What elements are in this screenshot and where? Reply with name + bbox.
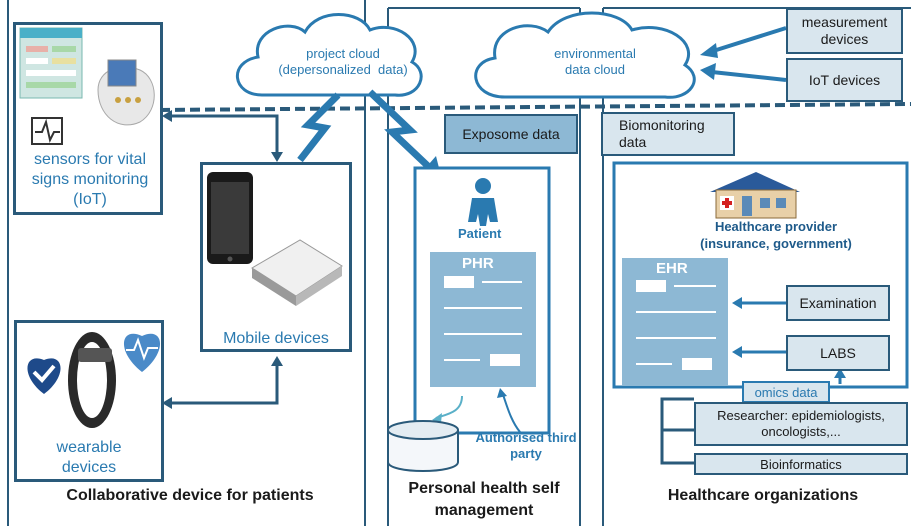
patient-figure-icon [468, 178, 498, 226]
section-personal: Personal health self management [408, 480, 560, 519]
wearable-box [14, 320, 164, 482]
arrow-measurement [709, 26, 787, 54]
cloud-to-patient-arrow [367, 89, 433, 171]
vital-monitor-device-icon [97, 59, 155, 126]
hospital-icon [710, 172, 800, 219]
dashed-data-bus [159, 102, 911, 112]
fitness-band-icon [68, 332, 116, 428]
mobile-devices-box [200, 162, 352, 352]
environmental-cloud-shape [474, 11, 696, 99]
arrow-iot [711, 70, 787, 82]
biomonitoring-data-box: Biomonitoring data [601, 112, 735, 156]
sensors-label: sensors for vital signs monitoring (IoT) [31, 151, 149, 208]
sensors-box [13, 22, 163, 215]
omics-data-box: omics data [742, 381, 830, 403]
external-drive-icon [251, 239, 343, 306]
healthcare-provider-label: Healthcare provider (insurance, governme… [700, 219, 852, 251]
researcher-box: Researcher: epidemiologists, oncologists… [694, 402, 908, 446]
labs-box: LABS [786, 335, 890, 371]
pulse-waveform-icon [31, 117, 63, 145]
heart-check-icon [27, 358, 61, 394]
patient-label: Patient [458, 226, 502, 241]
lightning-link [297, 92, 341, 163]
exposome-data-box: Exposome data [444, 114, 578, 154]
wearable-mobile-connector [168, 360, 279, 405]
phr-document [430, 252, 536, 387]
wearable-label: wearable devices [56, 439, 122, 476]
sensors-mobile-connector [168, 114, 279, 158]
heart-pulse-icon [123, 333, 161, 372]
monitor-screen-icon [19, 27, 83, 99]
section-collaborative: Collaborative device for patients [66, 487, 314, 504]
examination-box: Examination [786, 285, 890, 321]
database-icon [387, 420, 459, 472]
ehr-title: EHR [656, 260, 688, 277]
environmental-cloud-label: environmental data cloud [554, 46, 636, 77]
measurement-devices-box: measurement devices [786, 8, 903, 54]
ehr-document [622, 258, 728, 386]
smartphone-icon [207, 172, 253, 264]
section-healthcare: Healthcare organizations [667, 487, 859, 504]
bioinformatics-box: Bioinformatics [694, 453, 908, 475]
project-cloud-shape [236, 13, 423, 97]
mobile-devices-label: Mobile devices [223, 330, 329, 347]
authorised-third-party-label: Authorised third party [475, 430, 577, 461]
phr-title: PHR [462, 255, 494, 272]
iot-devices-box: IoT devices [786, 58, 903, 102]
project-cloud-label: project cloud (depersonalized data) [278, 46, 408, 77]
